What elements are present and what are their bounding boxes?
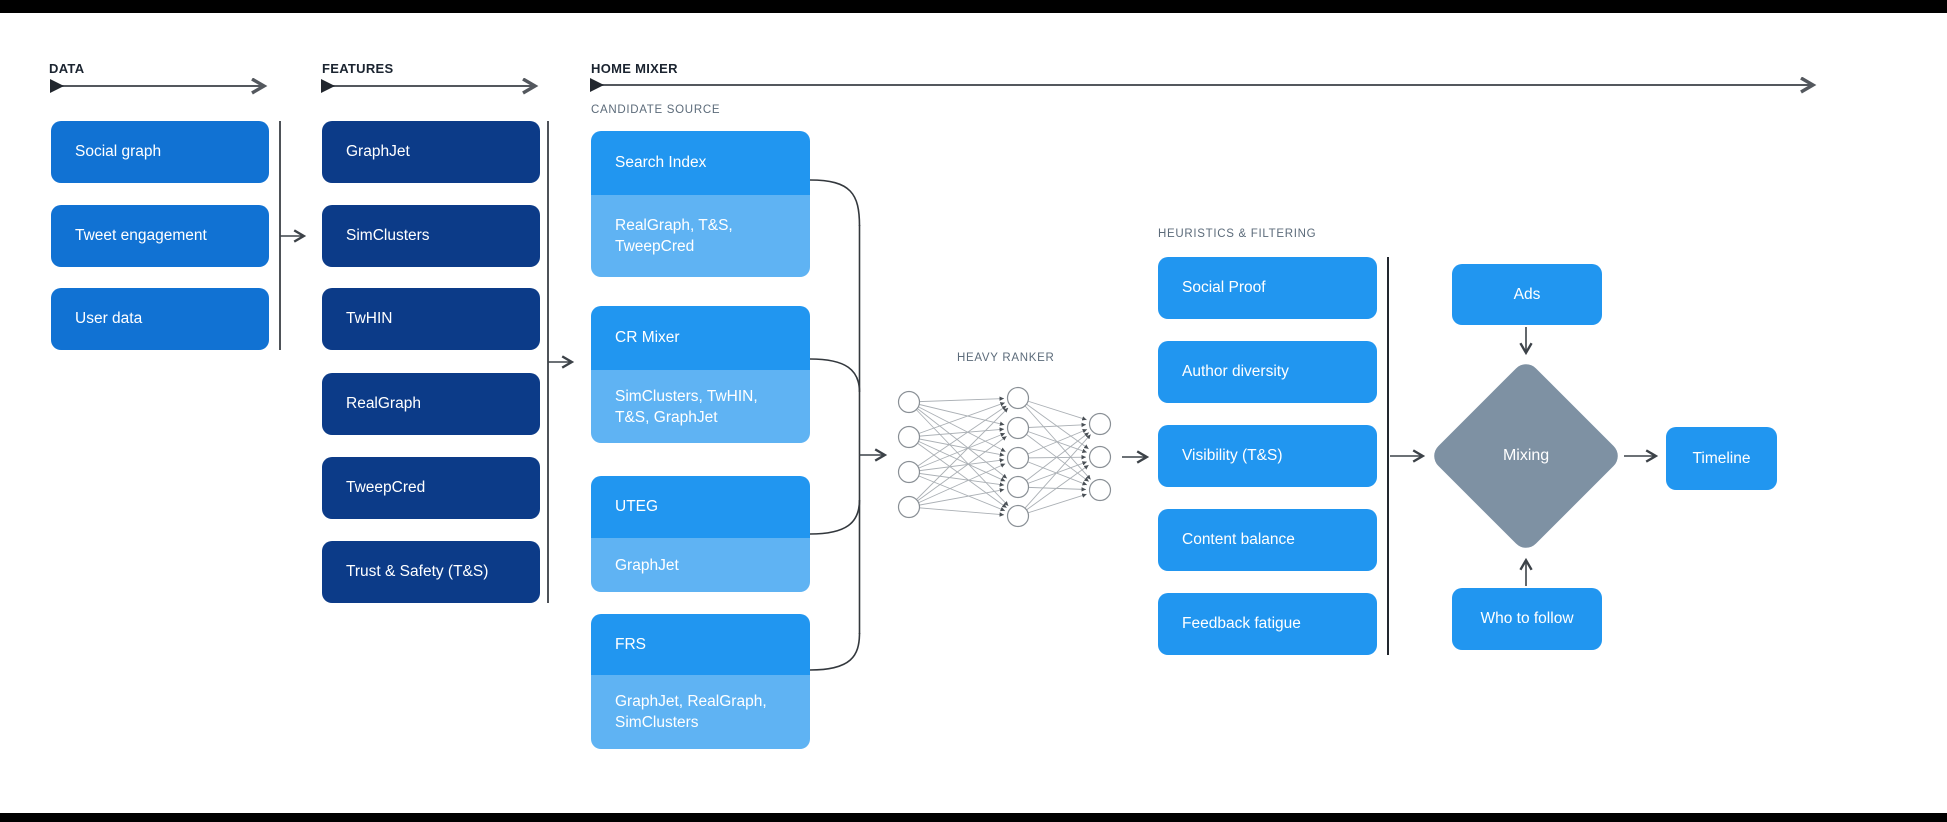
- candidate-box: UTEG GraphJet: [591, 476, 810, 592]
- filter-box: Visibility (T&S): [1158, 425, 1377, 487]
- candidate-features: GraphJet, RealGraph, SimClusters: [591, 675, 810, 749]
- candidate-features-label: SimClusters, TwHIN, T&S, GraphJet: [615, 387, 758, 426]
- feature-box-label: SimClusters: [346, 227, 430, 244]
- candidate-name: UTEG: [591, 476, 810, 538]
- mixing-diamond: Mixing: [1428, 358, 1624, 554]
- candidate-name-label: FRS: [615, 635, 646, 653]
- filter-box: Feedback fatigue: [1158, 593, 1377, 655]
- heuristics-filtering-label: HEURISTICS & FILTERING: [1158, 228, 1317, 240]
- candidate-name: CR Mixer: [591, 306, 810, 370]
- candidate-source-label: CANDIDATE SOURCE: [591, 104, 721, 116]
- data-box-label: Tweet engagement: [75, 227, 207, 244]
- filter-box: Content balance: [1158, 509, 1377, 571]
- cr-mixer-connector: [809, 358, 861, 393]
- feature-box-label: Trust & Safety (T&S): [346, 563, 489, 580]
- feature-box: Trust & Safety (T&S): [322, 541, 540, 603]
- filter-box-label: Feedback fatigue: [1182, 615, 1301, 632]
- section-label-features: FEATURES: [322, 61, 394, 76]
- section-label-home-mixer: HOME MIXER: [591, 61, 678, 76]
- candidate-box: FRS GraphJet, RealGraph, SimClusters: [591, 614, 810, 749]
- heavy-ranker-label: HEAVY RANKER: [957, 352, 1055, 364]
- frs-connector: [809, 632, 861, 671]
- feature-box: SimClusters: [322, 205, 540, 267]
- feature-box: TweepCred: [322, 457, 540, 519]
- ads-label: Ads: [1513, 285, 1541, 303]
- mixing-label: Mixing: [1502, 446, 1550, 464]
- feature-box: GraphJet: [322, 121, 540, 183]
- timeline-label: Timeline: [1692, 449, 1751, 467]
- candidate-box: Search Index RealGraph, T&S, TweepCred: [591, 131, 810, 277]
- search-index-connector: [809, 179, 861, 227]
- ads-box: Ads: [1452, 264, 1602, 325]
- feature-box: TwHIN: [322, 288, 540, 350]
- data-box-label: User data: [75, 310, 143, 327]
- feature-box-label: TwHIN: [346, 310, 393, 327]
- candidate-features-label: GraphJet: [615, 556, 679, 574]
- who-to-follow-box: Who to follow: [1452, 588, 1602, 650]
- candidate-box: CR Mixer SimClusters, TwHIN, T&S, GraphJ…: [591, 306, 810, 443]
- feature-box-label: GraphJet: [346, 143, 410, 160]
- timeline-box: Timeline: [1666, 427, 1777, 490]
- letterbox-bottom: [0, 813, 1947, 822]
- candidate-name: FRS: [591, 614, 810, 675]
- candidate-features: GraphJet: [591, 538, 810, 592]
- letterbox-top: [0, 0, 1947, 13]
- candidate-name-label: CR Mixer: [615, 329, 680, 346]
- data-box: Tweet engagement: [51, 205, 269, 267]
- candidate-features: SimClusters, TwHIN, T&S, GraphJet: [591, 370, 810, 443]
- filter-box-label: Social Proof: [1182, 279, 1266, 296]
- filter-box-label: Visibility (T&S): [1182, 447, 1283, 464]
- feature-box: RealGraph: [322, 373, 540, 435]
- candidate-features-label: GraphJet, RealGraph, SimClusters: [615, 693, 767, 731]
- feature-box-label: TweepCred: [346, 479, 426, 496]
- who-to-follow-label: Who to follow: [1480, 610, 1574, 627]
- data-box-label: Social graph: [75, 143, 162, 160]
- candidate-name: Search Index: [591, 131, 810, 195]
- feature-box-label: RealGraph: [346, 395, 421, 412]
- section-label-data: DATA: [49, 61, 85, 76]
- candidate-features: RealGraph, T&S, TweepCred: [591, 195, 810, 277]
- uteg-connector: [809, 499, 861, 535]
- data-box: Social graph: [51, 121, 269, 183]
- candidate-features-label: RealGraph, T&S, TweepCred: [615, 217, 733, 255]
- candidate-name-label: UTEG: [615, 498, 659, 515]
- filter-box-label: Author diversity: [1182, 363, 1289, 380]
- filter-box: Social Proof: [1158, 257, 1377, 319]
- heavy-ranker-network-icon: [897, 386, 1112, 528]
- candidate-name-label: Search Index: [615, 154, 707, 171]
- filter-box: Author diversity: [1158, 341, 1377, 403]
- filter-box-label: Content balance: [1182, 531, 1295, 548]
- data-box: User data: [51, 288, 269, 350]
